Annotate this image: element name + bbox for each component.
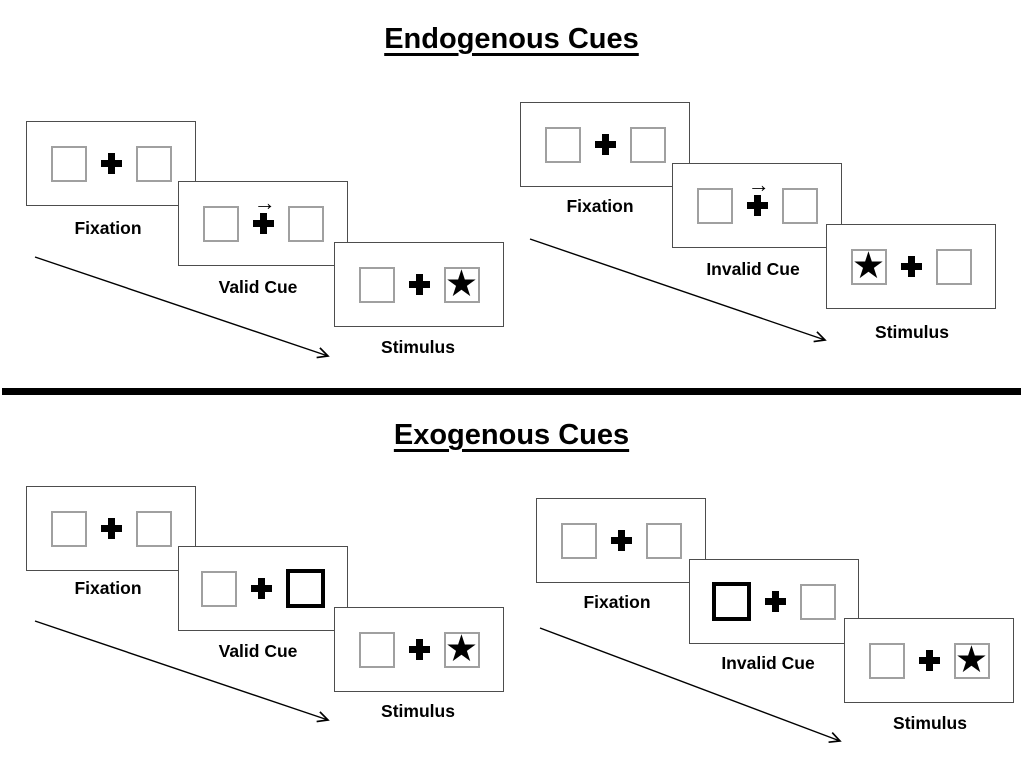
placeholder-box-left [868,642,905,679]
star-icon: ★ [444,627,479,669]
time-arrow-endogenous-valid [34,256,330,359]
fixation-cross-icon [100,518,122,539]
fixation-cross-icon [746,195,768,216]
stimulus-label: Stimulus [381,337,455,357]
fixation-cross-icon [918,650,940,671]
placeholder-box-right [935,248,972,285]
placeholder-box-left [202,205,239,242]
star-icon: ★ [954,638,989,680]
placeholder-box-left [201,570,237,607]
stimulus-label: Stimulus [893,713,967,733]
exogenous-title-text: Exogenous Cues [393,419,630,451]
cued-fixation-group: → [746,174,770,216]
fixation-cross-icon [765,591,786,612]
time-arrow-exogenous-invalid [539,627,842,744]
endogenous-invalid-fixation-panel [520,102,690,187]
valid-cue-label: Valid Cue [218,277,298,297]
fixation-cross-icon [900,256,922,277]
target-box-right: ★ [953,638,990,680]
fixation-label: Fixation [74,218,142,238]
placeholder-box-right [781,187,818,224]
fixation-cross-icon [100,153,122,174]
cue-arrow-right-icon: → [747,172,770,197]
placeholder-box-right [645,522,682,559]
invalid-cue-label: Invalid Cue [706,259,800,279]
valid-cue-label: Valid Cue [218,641,298,661]
placeholder-box-right [287,205,324,242]
stimulus-label: Stimulus [381,701,455,721]
placeholder-box-left [50,510,87,547]
cued-fixation-group: → [252,192,276,234]
placeholder-box-left [560,522,597,559]
stimulus-label: Stimulus [875,322,949,342]
exogenous-valid-stimulus-panel: ★ [334,607,504,692]
invalid-cue-label: Invalid Cue [721,653,815,673]
highlighted-cue-box-right [286,569,325,608]
fixation-cross-icon [251,578,272,599]
placeholder-box-left [50,145,87,182]
exogenous-invalid-fixation-panel [536,498,706,583]
fixation-label: Fixation [74,578,142,598]
endogenous-title-text: Endogenous Cues [384,23,639,55]
time-arrow-endogenous-invalid [529,238,827,343]
endogenous-valid-stimulus-panel: ★ [334,242,504,327]
fixation-cross-icon [408,274,430,295]
fixation-cross-icon [408,639,430,660]
fixation-label: Fixation [583,592,651,612]
placeholder-box-left [358,266,395,303]
highlighted-cue-box-left [712,582,751,621]
endogenous-valid-fixation-panel [26,121,196,206]
placeholder-box-left [544,126,581,163]
placeholder-box-right [629,126,666,163]
endogenous-invalid-stimulus-panel: ★ [826,224,996,309]
fixation-label: Fixation [566,196,634,216]
exogenous-invalid-stimulus-panel: ★ [844,618,1014,703]
section-divider [2,388,1021,395]
placeholder-box-left [358,631,395,668]
star-icon: ★ [444,262,479,304]
placeholder-box-right [135,510,172,547]
fixation-cross-icon [252,213,274,234]
time-arrow-exogenous-valid [34,620,330,723]
star-icon: ★ [851,244,886,286]
exogenous-invalid-cue-panel [689,559,859,644]
target-box-right: ★ [443,627,480,669]
cue-arrow-right-icon: → [253,190,276,215]
placeholder-box-right [800,583,836,620]
exogenous-title: Exogenous Cues [0,419,1023,452]
exogenous-valid-fixation-panel [26,486,196,571]
fixation-cross-icon [610,530,632,551]
exogenous-valid-cue-panel [178,546,348,631]
endogenous-invalid-cue-panel: → [672,163,842,248]
endogenous-valid-cue-panel: → [178,181,348,266]
fixation-cross-icon [594,134,616,155]
target-box-right: ★ [443,262,480,304]
placeholder-box-left [696,187,733,224]
target-box-left: ★ [850,244,887,286]
endogenous-title: Endogenous Cues [0,23,1023,56]
placeholder-box-right [135,145,172,182]
